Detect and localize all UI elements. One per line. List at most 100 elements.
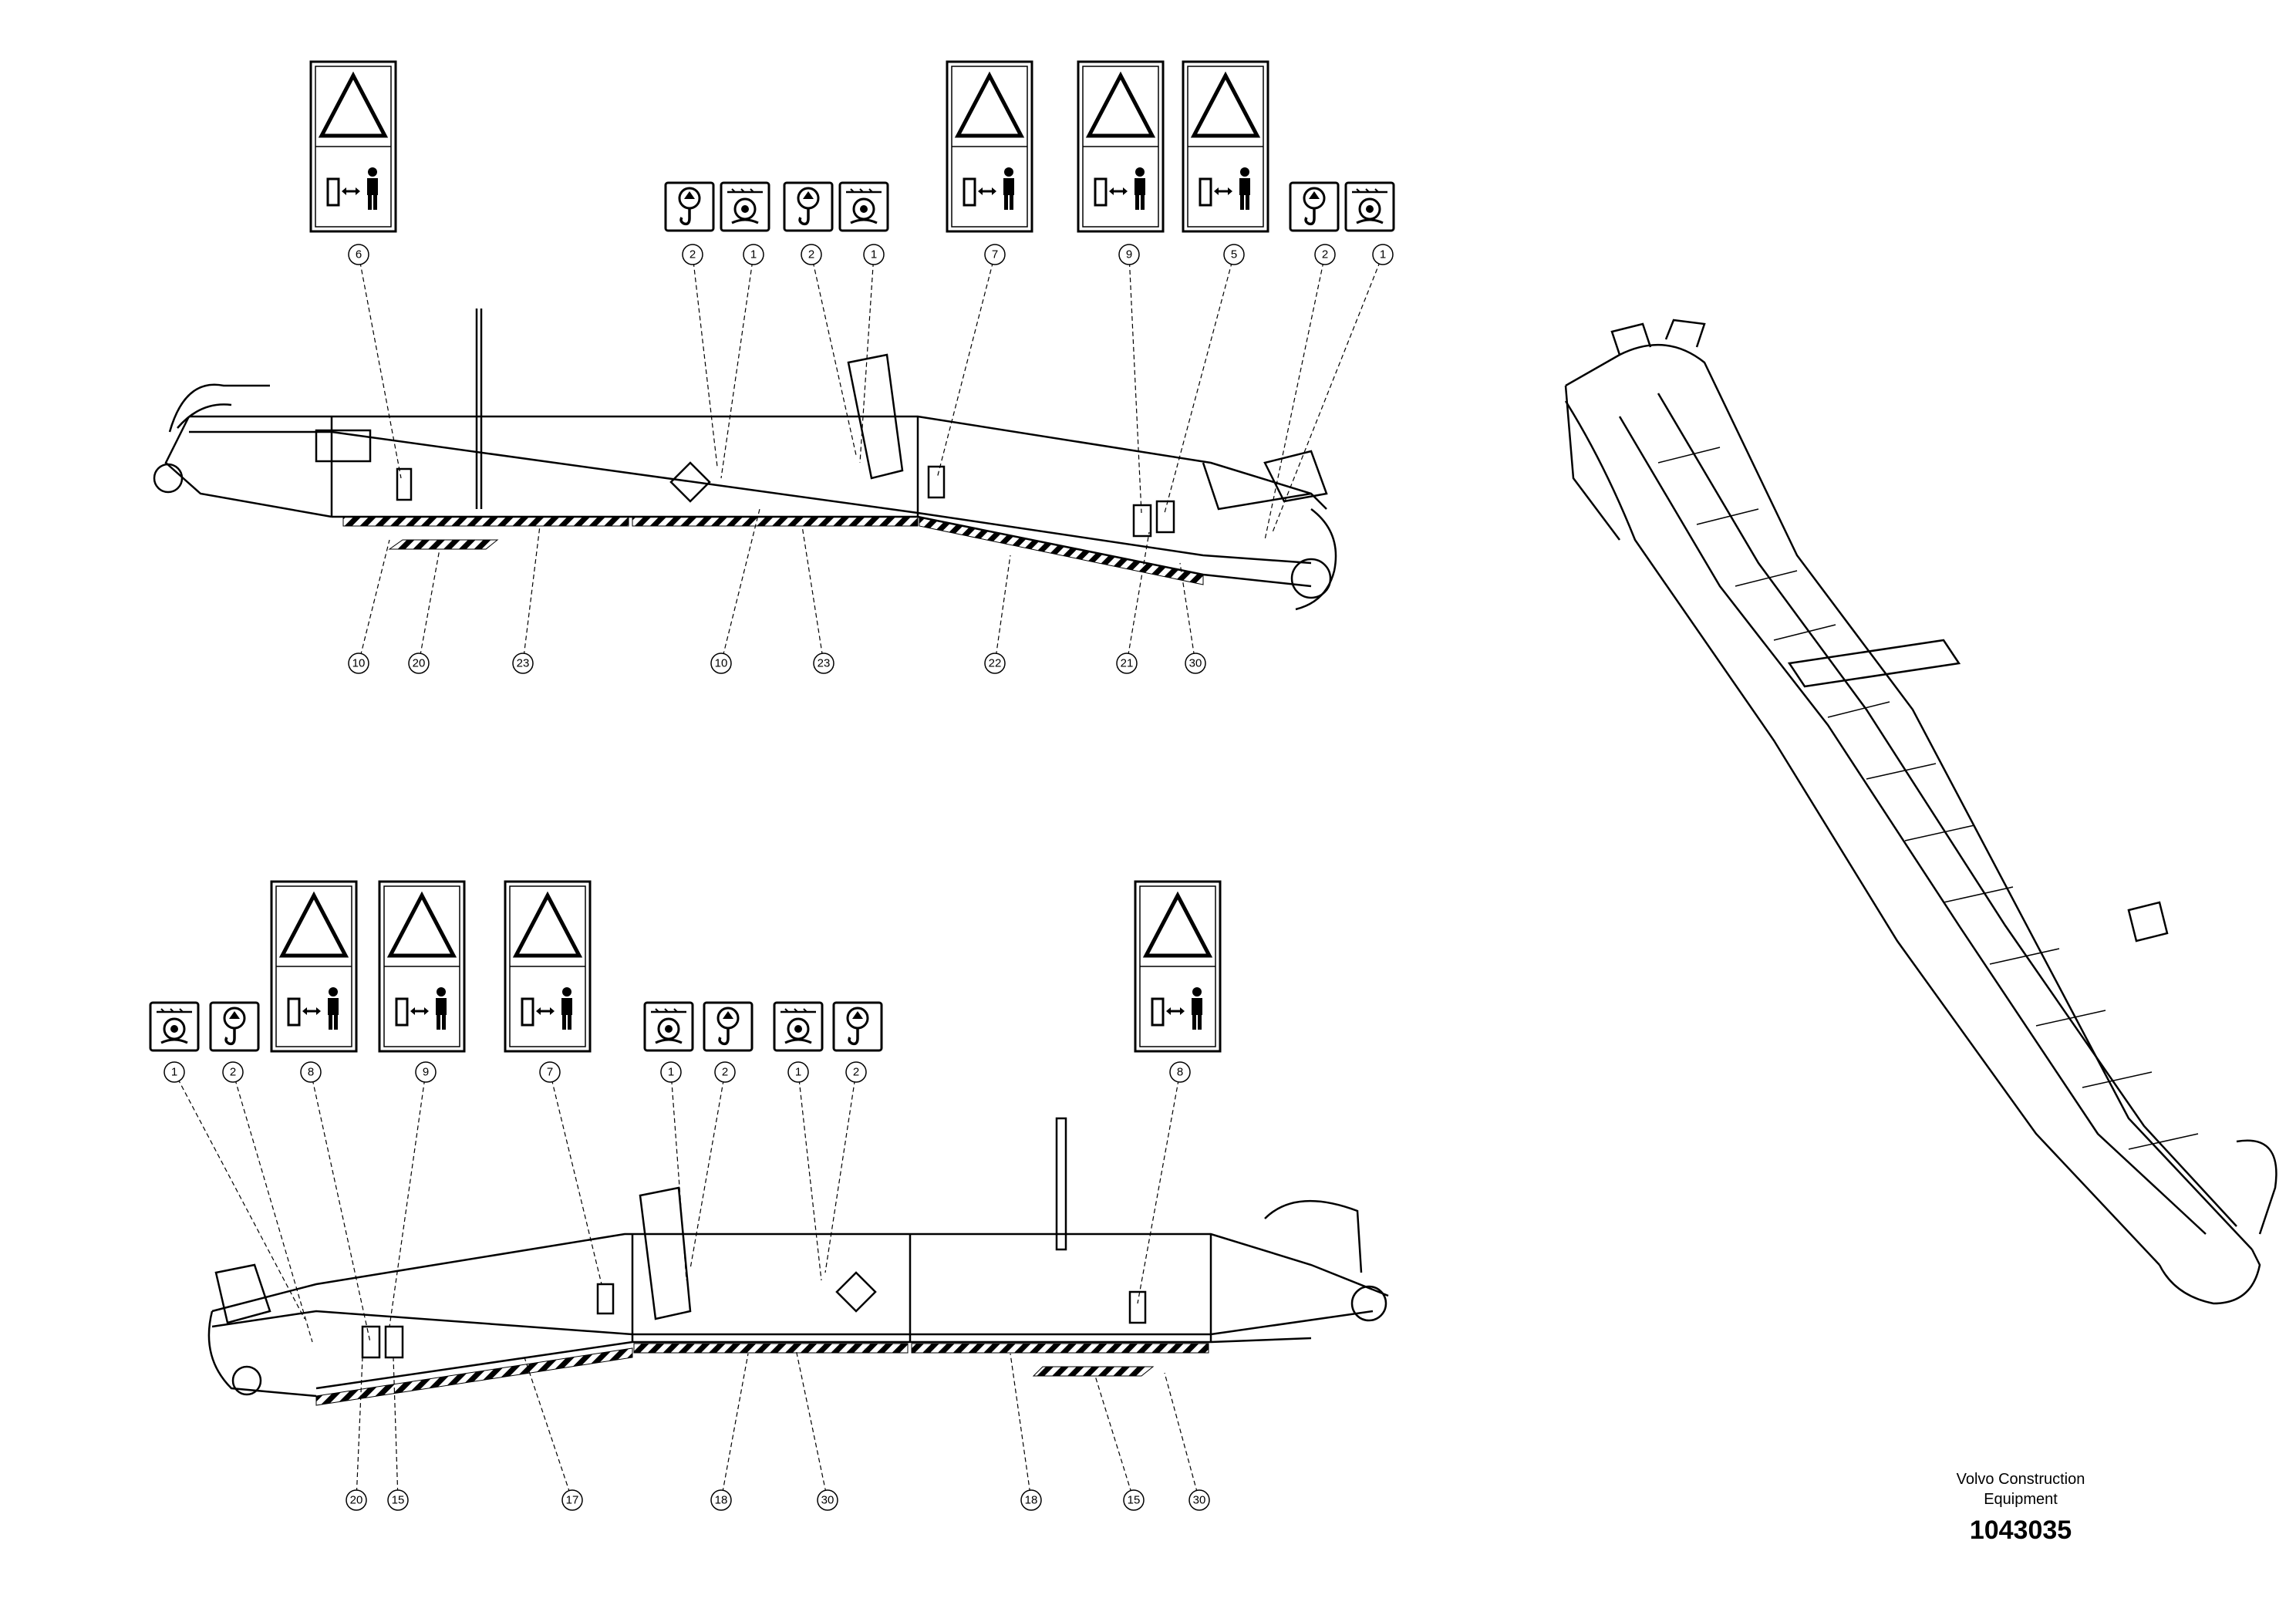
callout-bubble xyxy=(1223,244,1245,265)
lifting-decal-icon xyxy=(783,181,834,232)
callout-label: 1 xyxy=(750,248,757,261)
callout-bubble xyxy=(348,653,369,674)
callout-bubble xyxy=(817,1489,838,1511)
callout-label: 5 xyxy=(1231,248,1237,261)
callout-label: 1 xyxy=(668,1066,674,1079)
callout-label: 20 xyxy=(350,1494,363,1507)
callout-bubble xyxy=(714,1061,736,1083)
hazard-stripe xyxy=(388,539,499,550)
callout-bubble xyxy=(1372,244,1394,265)
callout-bubble xyxy=(1116,653,1138,674)
callout-bubble xyxy=(222,1061,244,1083)
callout-bubble xyxy=(1123,1489,1145,1511)
callout-label: 23 xyxy=(818,657,831,670)
entanglement-decal-icon xyxy=(643,1001,694,1052)
warning-decal-9-top xyxy=(1078,62,1163,231)
callout-bubble xyxy=(1188,1489,1210,1511)
callout-bubble xyxy=(710,1489,732,1511)
lifting-decal-icon xyxy=(209,1001,260,1052)
warning-decal-9-bottom xyxy=(379,882,464,1051)
leader-lines xyxy=(174,1071,1200,1501)
callout-label: 1 xyxy=(795,1066,801,1079)
callout-bubble xyxy=(415,1061,437,1083)
hazard-stripe xyxy=(632,516,919,527)
callout-label: 17 xyxy=(566,1494,579,1507)
part-number: 1043035 xyxy=(1969,1516,2072,1545)
hazard-stripe xyxy=(911,1343,1209,1354)
callout-label: 6 xyxy=(356,248,362,261)
callout-bubble xyxy=(710,653,732,674)
lifting-decal-icon xyxy=(1289,181,1340,232)
callout-bubble xyxy=(408,653,430,674)
callout-label: 9 xyxy=(423,1066,429,1079)
callout-bubble xyxy=(561,1489,583,1511)
company-name-line-1: Volvo Construction xyxy=(1956,1471,2085,1488)
callout-bubble xyxy=(984,653,1006,674)
company-name-line-2: Equipment xyxy=(1984,1491,2058,1508)
callout-bubble xyxy=(1169,1061,1191,1083)
callout-bubble xyxy=(512,653,534,674)
callout-bubble xyxy=(1118,244,1140,265)
callout-bubble xyxy=(863,244,885,265)
callout-label: 10 xyxy=(352,657,366,670)
callout-label: 1 xyxy=(871,248,877,261)
callout-bubble xyxy=(787,1061,809,1083)
callout-bubble xyxy=(1020,1489,1042,1511)
callout-label: 15 xyxy=(392,1494,405,1507)
leader-lines xyxy=(358,254,1384,664)
hazard-stripe xyxy=(342,516,629,527)
isometric-conveyor-view xyxy=(1564,319,2277,1305)
callout-label: 23 xyxy=(517,657,530,670)
lifting-decal-icon xyxy=(832,1001,883,1052)
callout-bubble xyxy=(682,244,703,265)
hazard-stripe xyxy=(919,516,1204,585)
callout-label: 22 xyxy=(989,657,1002,670)
callout-label: 2 xyxy=(1322,248,1328,261)
callout-bubble xyxy=(743,244,764,265)
bottom-conveyor-frame xyxy=(207,1117,1389,1398)
callout-bubble xyxy=(660,1061,682,1083)
warning-decal-7-top xyxy=(947,62,1032,231)
callout-label: 18 xyxy=(715,1494,728,1507)
warning-decal-7-bottom xyxy=(505,882,590,1051)
entanglement-decal-icon xyxy=(838,181,889,232)
callout-label: 21 xyxy=(1121,657,1134,670)
warning-decal-8-bottom-right xyxy=(1135,882,1220,1051)
callout-bubble xyxy=(300,1061,322,1083)
title-block: Volvo Construction Equipment 1043035 xyxy=(1905,1469,2136,1546)
callout-bubble xyxy=(984,244,1006,265)
callout-label: 30 xyxy=(1193,1494,1206,1507)
callout-bubble xyxy=(845,1061,867,1083)
entanglement-decal-icon xyxy=(773,1001,824,1052)
guard-mesh xyxy=(1657,447,2199,1150)
callout-label: 7 xyxy=(992,248,998,261)
bottom-conveyor-view xyxy=(149,882,1389,1501)
callout-bubble xyxy=(1314,244,1336,265)
entanglement-decal-icon xyxy=(720,181,770,232)
warning-decal-8-bottom xyxy=(271,882,356,1051)
entanglement-decal-icon xyxy=(149,1001,200,1052)
callout-label: 10 xyxy=(715,657,728,670)
callout-bubble xyxy=(813,653,834,674)
callout-label: 8 xyxy=(1177,1066,1183,1079)
lifting-decal-icon xyxy=(664,181,715,232)
callout-label: 2 xyxy=(689,248,696,261)
callout-label: 2 xyxy=(853,1066,859,1079)
warning-decal-6-top xyxy=(311,62,396,231)
callout-label: 7 xyxy=(547,1066,553,1079)
callout-label: 20 xyxy=(413,657,426,670)
top-conveyor-view xyxy=(153,62,1395,664)
callout-label: 15 xyxy=(1128,1494,1141,1507)
callout-bubble xyxy=(348,244,369,265)
callout-label: 1 xyxy=(1380,248,1386,261)
callout-label: 30 xyxy=(1189,657,1202,670)
callout-label: 2 xyxy=(722,1066,728,1079)
hazard-stripe xyxy=(1032,1366,1155,1377)
callout-label: 2 xyxy=(230,1066,236,1079)
callout-bubble xyxy=(387,1489,409,1511)
callout-bubble xyxy=(346,1489,367,1511)
top-conveyor-frame xyxy=(153,309,1337,611)
